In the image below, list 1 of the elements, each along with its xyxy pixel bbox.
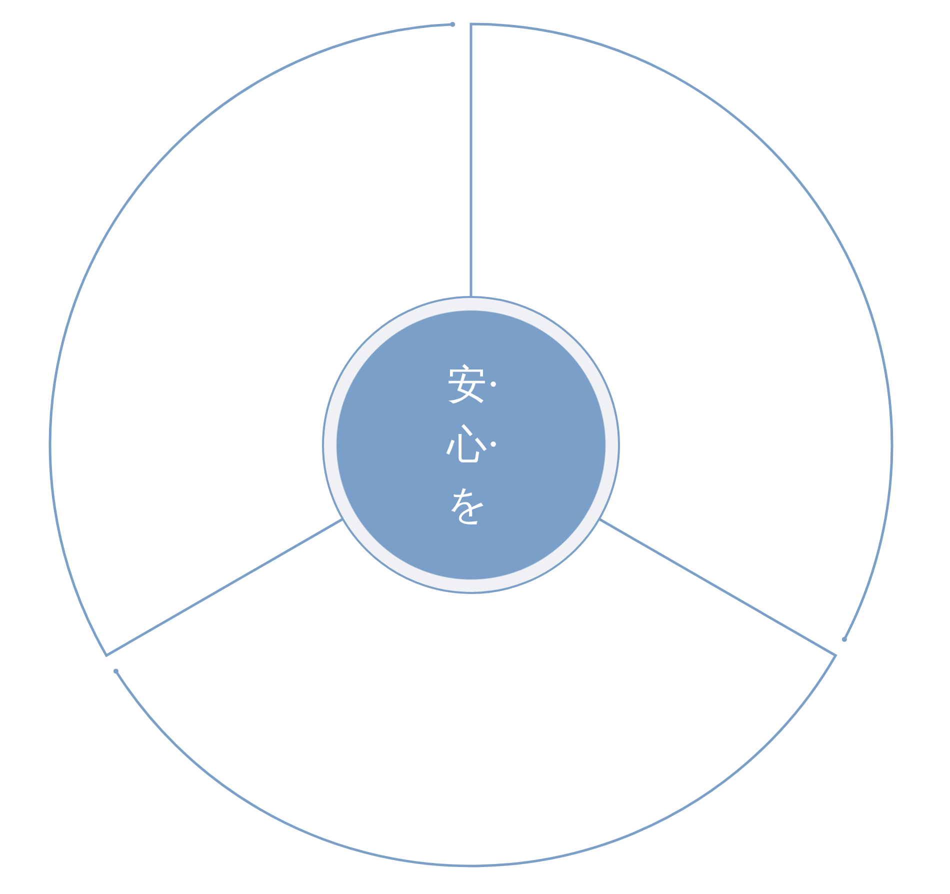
center-text: 安·心·を <box>446 361 501 530</box>
